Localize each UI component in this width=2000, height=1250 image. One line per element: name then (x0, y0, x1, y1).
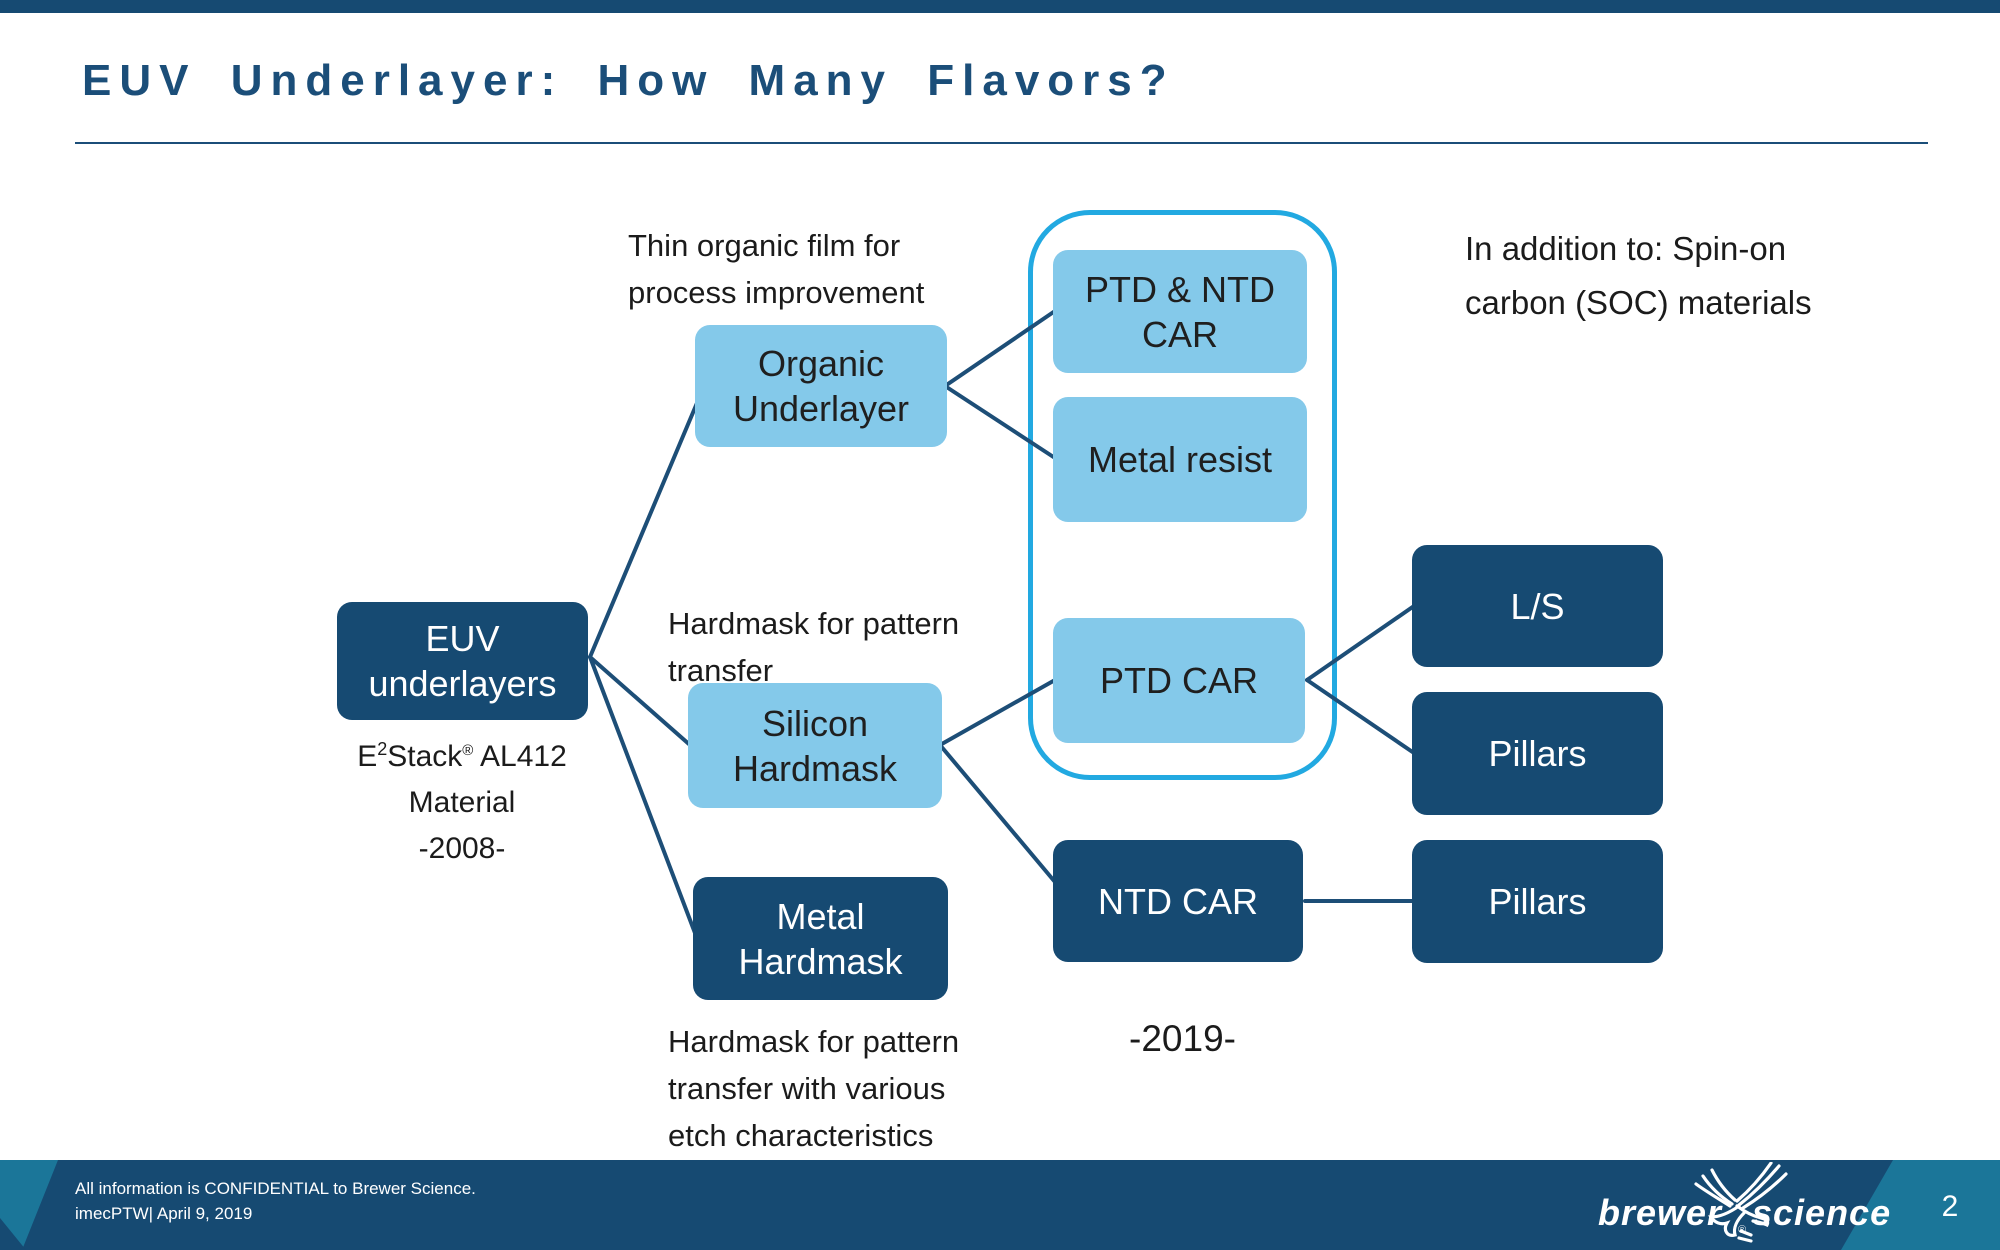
edge-euv-to-organic (588, 401, 699, 659)
caption-year-2008-line: -2008- (418, 832, 506, 865)
edge-euv-to-silicon (588, 655, 692, 747)
logo-brewer-text: brewer (1598, 1192, 1723, 1233)
eagle-icon (1694, 1162, 1788, 1243)
caption-material-line: Material (408, 786, 516, 819)
node-euv-underlayers: EUV underlayers (337, 602, 588, 720)
edge-silicon-to-ptd-car (938, 678, 1057, 747)
node-silicon-hardmask: Silicon Hardmask (688, 683, 942, 808)
edge-ptd-car-to-pillars (1305, 678, 1416, 755)
edge-organic-to-ptd-ntd (943, 309, 1057, 388)
node-ptd-ntd-car: PTD & NTD CAR (1053, 250, 1307, 373)
node-ntd-car: NTD CAR (1053, 840, 1303, 962)
brewer-science-logo: brewer science ® (1590, 1160, 1890, 1250)
root-caption: E2Stack® AL412 Material -2008- (292, 726, 632, 872)
node-line-space: L/S (1412, 545, 1663, 667)
top-accent-bar (0, 0, 2000, 13)
e2stack-prefix: E (357, 740, 378, 773)
edge-organic-to-metal-resist (943, 384, 1057, 460)
node-metal-hardmask: Metal Hardmask (693, 877, 948, 1000)
slide-title: EUV Underlayer: How Many Flavors? (82, 56, 1175, 105)
title-underline (75, 142, 1928, 144)
annotation-hardmask-transfer: Hardmask for pattern transfer (668, 606, 960, 688)
e2stack-registered-mark: ® (462, 742, 474, 759)
resist-group-outline (1028, 210, 1337, 780)
logo-science-text: science (1752, 1192, 1892, 1233)
page-number: 2 (1941, 1190, 1959, 1223)
annotation-in-addition-soc: In addition to: Spin-on carbon (SOC) mat… (1465, 230, 1812, 321)
logo-registered-mark: ® (1738, 1224, 1747, 1236)
annotation-hardmask-etch: Hardmask for pattern transfer with vario… (668, 1024, 960, 1153)
edge-euv-to-metal-hardmask (588, 655, 697, 935)
e2stack-stack: Stack (387, 740, 463, 773)
e2stack-model: AL412 (473, 740, 567, 773)
edge-silicon-to-ntd-car (938, 743, 1057, 884)
node-organic-underlayer: Organic Underlayer (695, 325, 947, 447)
confidentiality-note: All information is CONFIDENTIAL to Brewe… (75, 1176, 476, 1226)
e2stack-product-line: E2Stack® AL412 (292, 726, 632, 780)
edge-ptd-car-to-ls (1305, 604, 1416, 682)
confidentiality-line: All information is CONFIDENTIAL to Brewe… (75, 1179, 476, 1198)
node-pillars-lower: Pillars (1412, 840, 1663, 963)
node-metal-resist: Metal resist (1053, 397, 1307, 522)
node-ptd-car: PTD CAR (1053, 618, 1305, 743)
e2stack-sup2: 2 (377, 739, 388, 759)
year-2019-label: -2019- (1129, 1018, 1236, 1059)
footer-date-line: imecPTW| April 9, 2019 (75, 1204, 253, 1223)
annotation-thin-organic-film: Thin organic film for process improvemen… (628, 228, 925, 310)
footer-bar: All information is CONFIDENTIAL to Brewe… (0, 1160, 2000, 1250)
node-pillars-upper: Pillars (1412, 692, 1663, 815)
